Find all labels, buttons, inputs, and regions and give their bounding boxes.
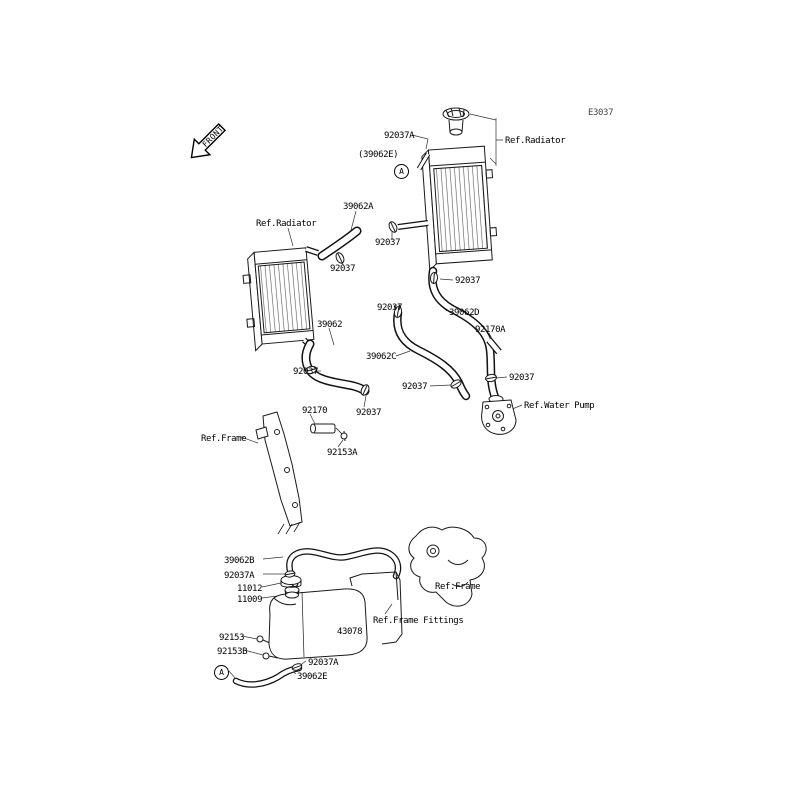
radiator-cap bbox=[442, 107, 470, 136]
hose-clamp bbox=[429, 272, 439, 284]
hose-39062b bbox=[286, 547, 402, 588]
hose-39062d bbox=[428, 266, 500, 402]
ref-radiator-right: Ref.Radiator bbox=[505, 136, 566, 146]
ref-frame-fittings: Ref.Frame Fittings bbox=[373, 616, 464, 626]
hose-clamps bbox=[284, 221, 497, 671]
bolt-92153a bbox=[340, 430, 348, 442]
frame-gusset-right bbox=[408, 526, 487, 607]
water-pump bbox=[481, 395, 517, 435]
part-label-92170: 92170 bbox=[302, 406, 328, 416]
part-label-39062a: 39062A bbox=[343, 202, 374, 212]
ref-frame-right: Ref.Frame bbox=[435, 582, 481, 592]
part-label-92037-4: 92037 bbox=[377, 303, 403, 313]
bracket-frame-fittings bbox=[349, 571, 403, 645]
overflow-stub bbox=[416, 152, 431, 171]
part-label-92037-1: 92037 bbox=[375, 238, 401, 248]
diagram-linework: FRONT bbox=[190, 107, 523, 688]
part-label-92153b: 92153B bbox=[217, 647, 248, 657]
frame-member-left bbox=[255, 411, 303, 535]
hose-clamp bbox=[388, 221, 398, 233]
reserve-tank bbox=[268, 586, 368, 660]
part-label-39062d: 39062D bbox=[449, 308, 480, 318]
hose-39062a bbox=[317, 226, 362, 261]
pipe-92170 bbox=[310, 423, 343, 435]
hose-clamp bbox=[284, 570, 296, 578]
radiator-right-outlet-pipe bbox=[397, 220, 429, 230]
part-label-92153a: 92153A bbox=[327, 448, 358, 458]
pipe-92170a bbox=[486, 337, 502, 355]
part-label-11009: 11009 bbox=[237, 595, 263, 605]
hose-clamp bbox=[450, 379, 462, 389]
hose-39062 bbox=[301, 339, 370, 396]
part-label-92037-6: 92037 bbox=[509, 373, 535, 383]
part-label-39062e-ref: (39062E) bbox=[358, 150, 399, 160]
ref-frame-left: Ref.Frame bbox=[201, 434, 247, 444]
hose-clamp bbox=[360, 384, 370, 396]
front-arrow-label: FRONT bbox=[201, 124, 226, 149]
part-label-39062: 39062 bbox=[317, 320, 343, 330]
ref-radiator-left: Ref.Radiator bbox=[256, 219, 317, 229]
part-label-39062c: 39062C bbox=[366, 352, 397, 362]
part-label-92037a-bot: 92037A bbox=[308, 658, 339, 668]
part-label-92037a-top: 92037A bbox=[384, 131, 415, 141]
radiator-right bbox=[421, 145, 498, 272]
part-label-92170a: 92170A bbox=[475, 325, 506, 335]
part-label-39062b: 39062B bbox=[224, 556, 255, 566]
part-label-11012: 11012 bbox=[237, 584, 263, 594]
hose-clamp bbox=[335, 252, 345, 264]
hose-clamp bbox=[291, 663, 303, 671]
part-label-92037-8: 92037 bbox=[356, 408, 382, 418]
front-arrow: FRONT bbox=[190, 122, 227, 159]
part-label-92037-3: 92037 bbox=[455, 276, 481, 286]
tank-gasket-11009 bbox=[285, 591, 299, 599]
ref-water-pump: Ref.Water Pump bbox=[524, 401, 595, 411]
part-label-92153: 92153 bbox=[219, 633, 245, 643]
hose-clamp bbox=[485, 373, 497, 383]
tank-cap-11012 bbox=[280, 575, 302, 588]
hose-clamp bbox=[305, 365, 317, 375]
detail-marker-a-bottom: A bbox=[214, 665, 229, 680]
part-label-92037-2: 92037 bbox=[330, 264, 356, 274]
radiator-left bbox=[242, 247, 315, 352]
part-label-39062e: 39062E bbox=[297, 672, 328, 682]
drawing-code: E3037 bbox=[588, 108, 614, 118]
detail-marker-a-top: A bbox=[394, 164, 409, 179]
part-label-92037a-mid: 92037A bbox=[224, 571, 255, 581]
part-label-92037-5: 92037 bbox=[293, 367, 319, 377]
hose-clamp bbox=[393, 306, 403, 318]
hose-39062e bbox=[232, 664, 303, 688]
part-label-43078: 43078 bbox=[337, 627, 363, 637]
part-label-92037-7: 92037 bbox=[402, 382, 428, 392]
